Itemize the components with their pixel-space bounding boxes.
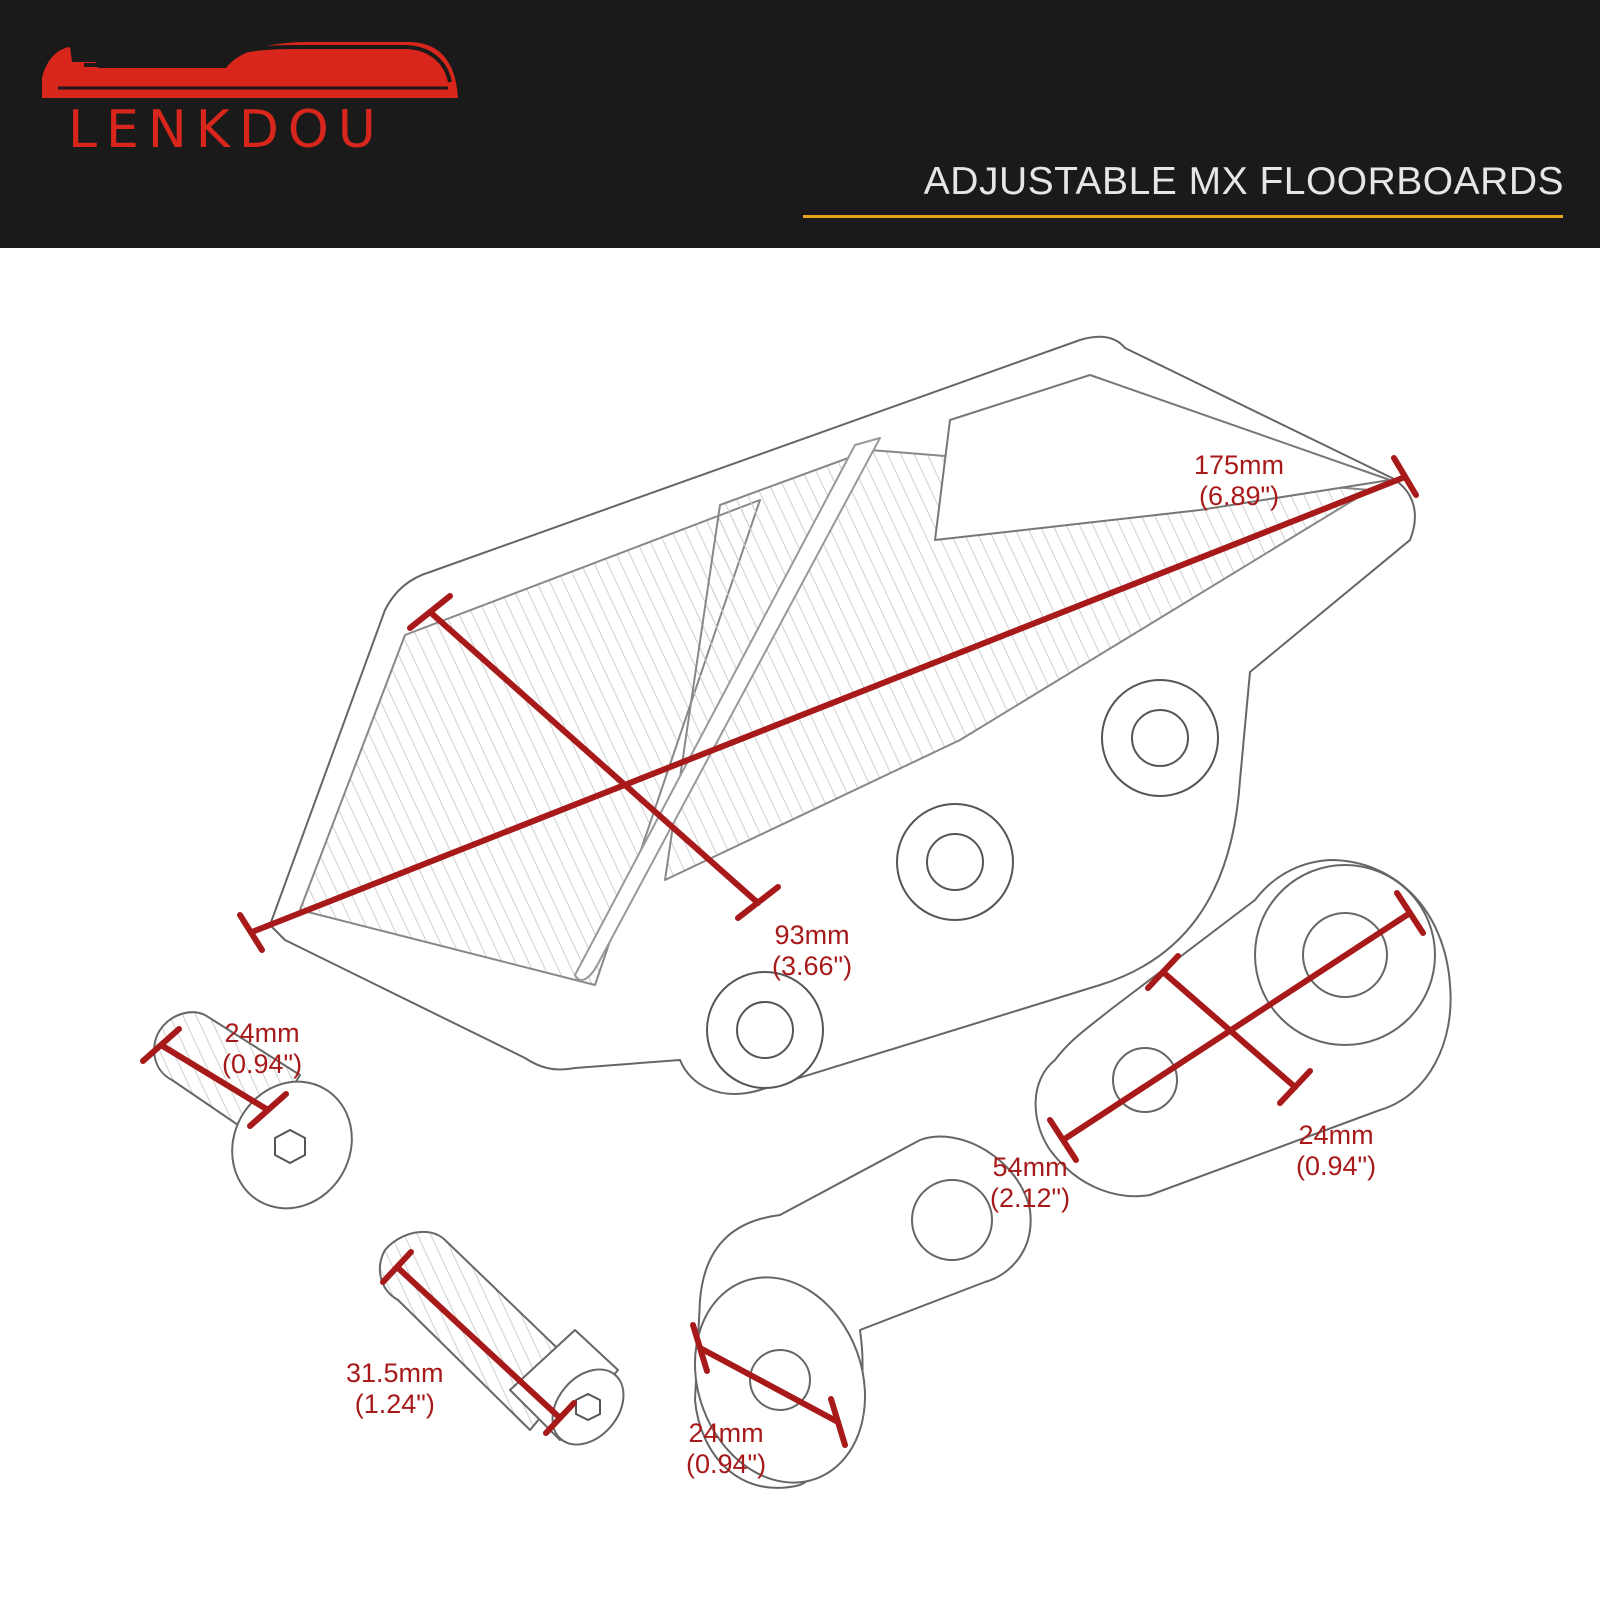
page-title: ADJUSTABLE MX FLOORBOARDS <box>923 160 1564 203</box>
dimension-board-length: 175mm (6.89") <box>1194 450 1284 512</box>
dimension-metric: 24mm <box>688 1418 764 1448</box>
dimension-lines <box>140 455 1426 1448</box>
dimension-board-width: 93mm (3.66") <box>772 920 852 982</box>
dimension-metric: 175mm <box>1194 450 1285 480</box>
dimension-imperial: (6.89") <box>1198 481 1280 511</box>
dimension-metric: 54mm <box>992 1152 1068 1182</box>
dimension-bracket-width: 24mm (0.94") <box>1296 1120 1376 1182</box>
dimension-metric: 93mm <box>774 920 850 950</box>
long-bolt <box>378 1230 625 1446</box>
dimension-bracket-length: 54mm (2.12") <box>990 1152 1070 1214</box>
parts-diagram <box>140 335 1452 1489</box>
header-bar: LENKDOU ADJUSTABLE MX FLOORBOARDS <box>0 0 1600 248</box>
dimension-mount-clamp-diameter: 24mm (0.94") <box>686 1418 766 1480</box>
dimension-imperial: (0.94") <box>686 1449 767 1479</box>
dimension-imperial: (1.24") <box>354 1389 435 1419</box>
car-silhouette-icon <box>42 42 458 98</box>
dimension-imperial: (2.12") <box>990 1183 1071 1213</box>
dimension-metric: 24mm <box>224 1018 300 1048</box>
title-underline <box>803 215 1563 218</box>
dimension-imperial: (3.66") <box>772 951 853 981</box>
mount-clamp <box>693 1135 1032 1489</box>
brand-name: LENKDOU <box>68 100 385 160</box>
dimension-short-bolt-length: 24mm (0.94") <box>222 1018 302 1080</box>
dimension-metric: 31.5mm <box>346 1358 444 1388</box>
dimension-imperial: (0.94") <box>1296 1151 1377 1181</box>
floorboard-mount-holes <box>706 679 1219 1089</box>
dimension-long-bolt-length: 31.5mm (1.24") <box>346 1358 444 1420</box>
dimension-imperial: (0.94") <box>222 1049 303 1079</box>
dimension-metric: 24mm <box>1298 1120 1374 1150</box>
